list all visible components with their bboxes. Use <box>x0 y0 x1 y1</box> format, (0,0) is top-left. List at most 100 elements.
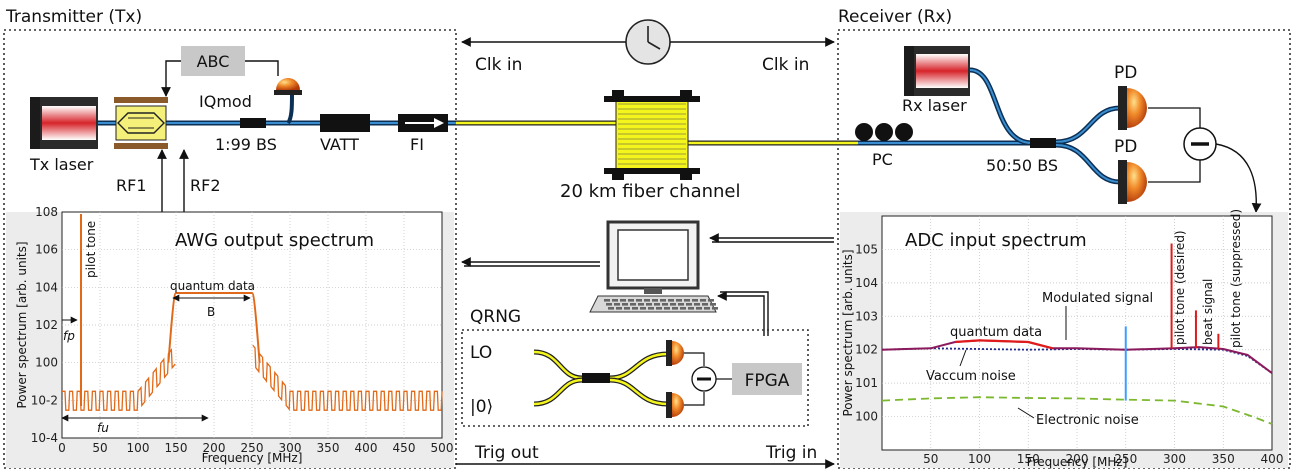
subtractor-icon <box>1183 127 1217 161</box>
adc-x-tick: 50 <box>923 452 938 466</box>
center-section: Clk in Clk in 20 km fiber channel <box>456 19 858 469</box>
receiver-title: Receiver (Rx) <box>838 7 952 27</box>
awg-x-tick: 400 <box>355 441 378 455</box>
abc-controller: ABC <box>161 46 279 97</box>
awg-x-tick: 350 <box>317 441 340 455</box>
adc-vacuum-label: Vaccum noise <box>926 369 1016 384</box>
fi-label: FI <box>410 135 424 154</box>
adc-x-tick: 300 <box>1163 452 1186 466</box>
pd-bottom-label: PD <box>1114 137 1137 157</box>
pc-label: PC <box>872 150 893 169</box>
adc-x-tick: 100 <box>968 452 991 466</box>
rf2-label: RF2 <box>190 176 221 195</box>
awg-y-tick: 104 <box>35 280 58 294</box>
awg-y-tick: 102 <box>35 318 58 332</box>
tx-optics: Tx laser IQmod ABC 1:99 BS <box>29 46 456 214</box>
vacuum-label: |0⟩ <box>470 397 493 417</box>
qrng-label: QRNG <box>470 307 521 327</box>
adc-electronic-label: Electronic noise <box>1036 413 1139 428</box>
awg-fp-label: fp <box>63 329 75 343</box>
computer-icon <box>589 220 718 313</box>
adc-quantum-label: quantum data <box>950 325 1042 340</box>
adc-x-tick: 350 <box>1212 452 1235 466</box>
awg-x-tick: 200 <box>203 441 226 455</box>
rx-laser: Rx laser <box>902 46 1033 146</box>
iq-modulator: IQmod <box>114 92 252 149</box>
transmitter-title: Transmitter (Tx) <box>5 7 142 27</box>
photodiode-bottom: PD <box>1114 137 1147 204</box>
awg-y-tick: 100 <box>35 356 58 370</box>
trig-out-label: Trig out <box>474 443 539 463</box>
adc-xlabel: Frequency [MHz] <box>1027 455 1128 469</box>
adc-chart-title: ADC input spectrum <box>905 230 1087 251</box>
awg-chart-title: AWG output spectrum <box>175 230 374 251</box>
awg-quantum-label: quantum data <box>170 279 255 293</box>
awg-fu-label: fu <box>97 421 109 435</box>
fpga-label: FPGA <box>745 371 790 391</box>
adc-electronic-noise <box>881 396 1273 425</box>
tx-laser: Tx laser <box>29 97 98 174</box>
adc-pilot-desired-label: pilot tone (desired) <box>1173 230 1187 345</box>
awg-spectrum-chart: 0 50 100 150 200 250 300 350 400 450 500 10-4 10-2 10… <box>6 205 454 468</box>
monitor-photodiode <box>274 78 302 125</box>
tx-beamsplitter <box>240 118 266 128</box>
adc-modulated-label: Modulated signal <box>1042 291 1153 306</box>
photodiode-top: PD <box>1114 63 1147 130</box>
adc-x-tick: 250 <box>1114 452 1137 466</box>
clk-in-left: Clk in <box>475 55 522 75</box>
qrng-box: QRNG LO |0⟩ FPGA <box>461 307 809 427</box>
awg-y-tick: 108 <box>35 205 58 219</box>
awg-x-tick: 300 <box>279 441 302 455</box>
rx-laser-label: Rx laser <box>902 96 967 115</box>
awg-y-tick: 10-4 <box>31 431 58 445</box>
clock-icon <box>625 19 671 65</box>
abc-label: ABC <box>197 52 230 71</box>
clk-in-right: Clk in <box>762 55 809 75</box>
awg-noise-floor <box>62 344 443 411</box>
rx-optics: PC Rx laser 50:50 BS PD PD <box>855 46 1262 213</box>
adc-y-tick: 104 <box>855 276 878 290</box>
adc-y-tick: 101 <box>855 376 878 390</box>
awg-y-tick: 10-2 <box>31 393 58 407</box>
awg-pilot-label: pilot tone <box>84 221 98 278</box>
adc-beat-label: beat signal <box>1201 279 1215 345</box>
adc-y-tick: 100 <box>855 410 878 424</box>
awg-quantum-band <box>167 292 261 363</box>
trig-in-label: Trig in <box>765 443 817 463</box>
awg-bandwidth-label: B <box>207 305 215 319</box>
lo-label: LO <box>470 343 492 363</box>
adc-pilot-suppressed-label: pilot tone (suppressed) <box>1229 209 1243 348</box>
tx-laser-label: Tx laser <box>29 155 94 174</box>
tx-bs-label: 1:99 BS <box>215 135 277 154</box>
faraday-isolator <box>398 114 448 132</box>
adc-x-tick: 150 <box>1017 452 1040 466</box>
awg-x-tick: 250 <box>241 441 264 455</box>
fiber-channel-label: 20 km fiber channel <box>560 181 741 202</box>
vatt-label: VATT <box>320 135 359 154</box>
adc-y-tick: 105 <box>855 242 878 256</box>
awg-x-tick: 0 <box>58 441 66 455</box>
adc-ylabel: Power spectrum [arb. units] <box>841 249 855 416</box>
awg-x-tick: 450 <box>393 441 416 455</box>
awg-x-tick: 50 <box>92 441 107 455</box>
adc-y-tick: 102 <box>855 343 878 357</box>
rx-beamsplitter <box>1030 138 1056 148</box>
fiber-spool <box>604 90 700 180</box>
rf1-label: RF1 <box>116 176 147 195</box>
awg-x-tick: 500 <box>431 441 454 455</box>
iqmod-label: IQmod <box>199 92 252 111</box>
adc-quantum-data-highlight <box>955 339 1053 350</box>
vatt-block <box>320 114 370 132</box>
awg-y-tick: 106 <box>35 243 58 257</box>
adc-x-tick: 400 <box>1261 452 1284 466</box>
rx-bs-label: 50:50 BS <box>986 156 1058 175</box>
awg-ylabel: Power spectrum [arb. units] <box>15 241 29 408</box>
adc-x-tick: 200 <box>1066 452 1089 466</box>
awg-xlabel: Frequency [MHz] <box>202 451 303 465</box>
polarization-controller <box>855 123 913 141</box>
pd-top-label: PD <box>1114 63 1137 83</box>
awg-x-tick: 150 <box>165 441 188 455</box>
awg-x-tick: 100 <box>127 441 150 455</box>
adc-y-tick: 103 <box>855 309 878 323</box>
